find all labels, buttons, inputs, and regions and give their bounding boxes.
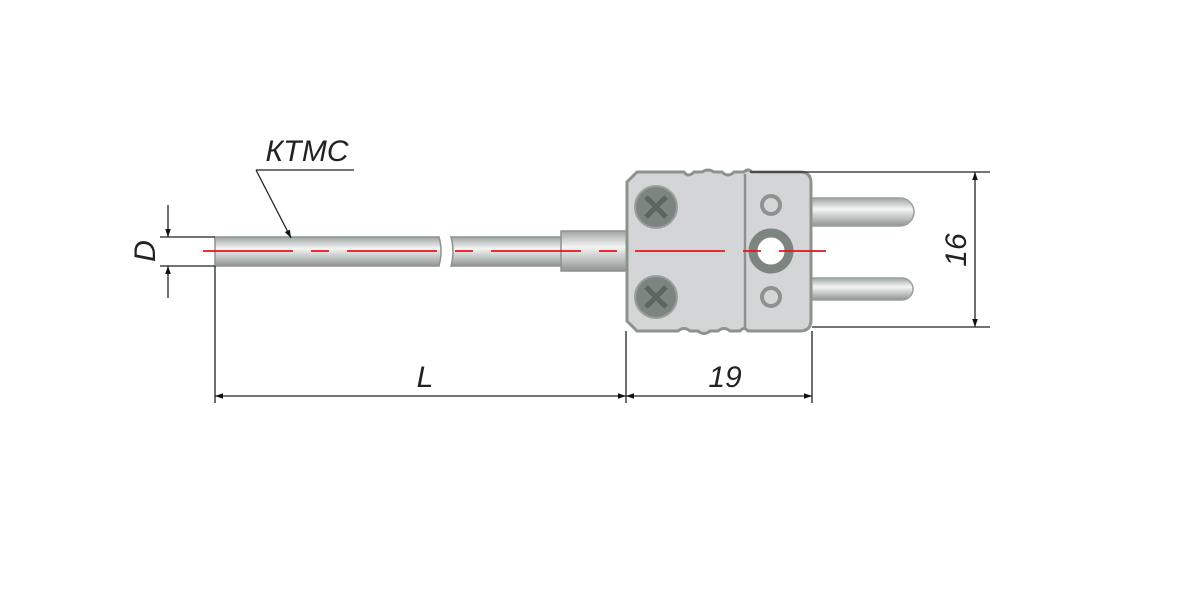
dimension-label-d: D — [129, 240, 162, 262]
dimension-height: 16 — [750, 171, 990, 328]
dimension-label-19: 19 — [708, 361, 742, 394]
screw-icon — [634, 185, 678, 229]
part-callout: КТМС — [255, 135, 354, 239]
dimension-label-l: L — [417, 361, 434, 394]
part-label: КТМС — [266, 135, 349, 168]
screw-icon — [634, 275, 678, 319]
connector-pins — [804, 197, 915, 301]
dimension-diameter: D — [129, 205, 215, 298]
dimension-length: L 19 — [214, 266, 813, 403]
dimension-label-16: 16 — [940, 233, 973, 267]
